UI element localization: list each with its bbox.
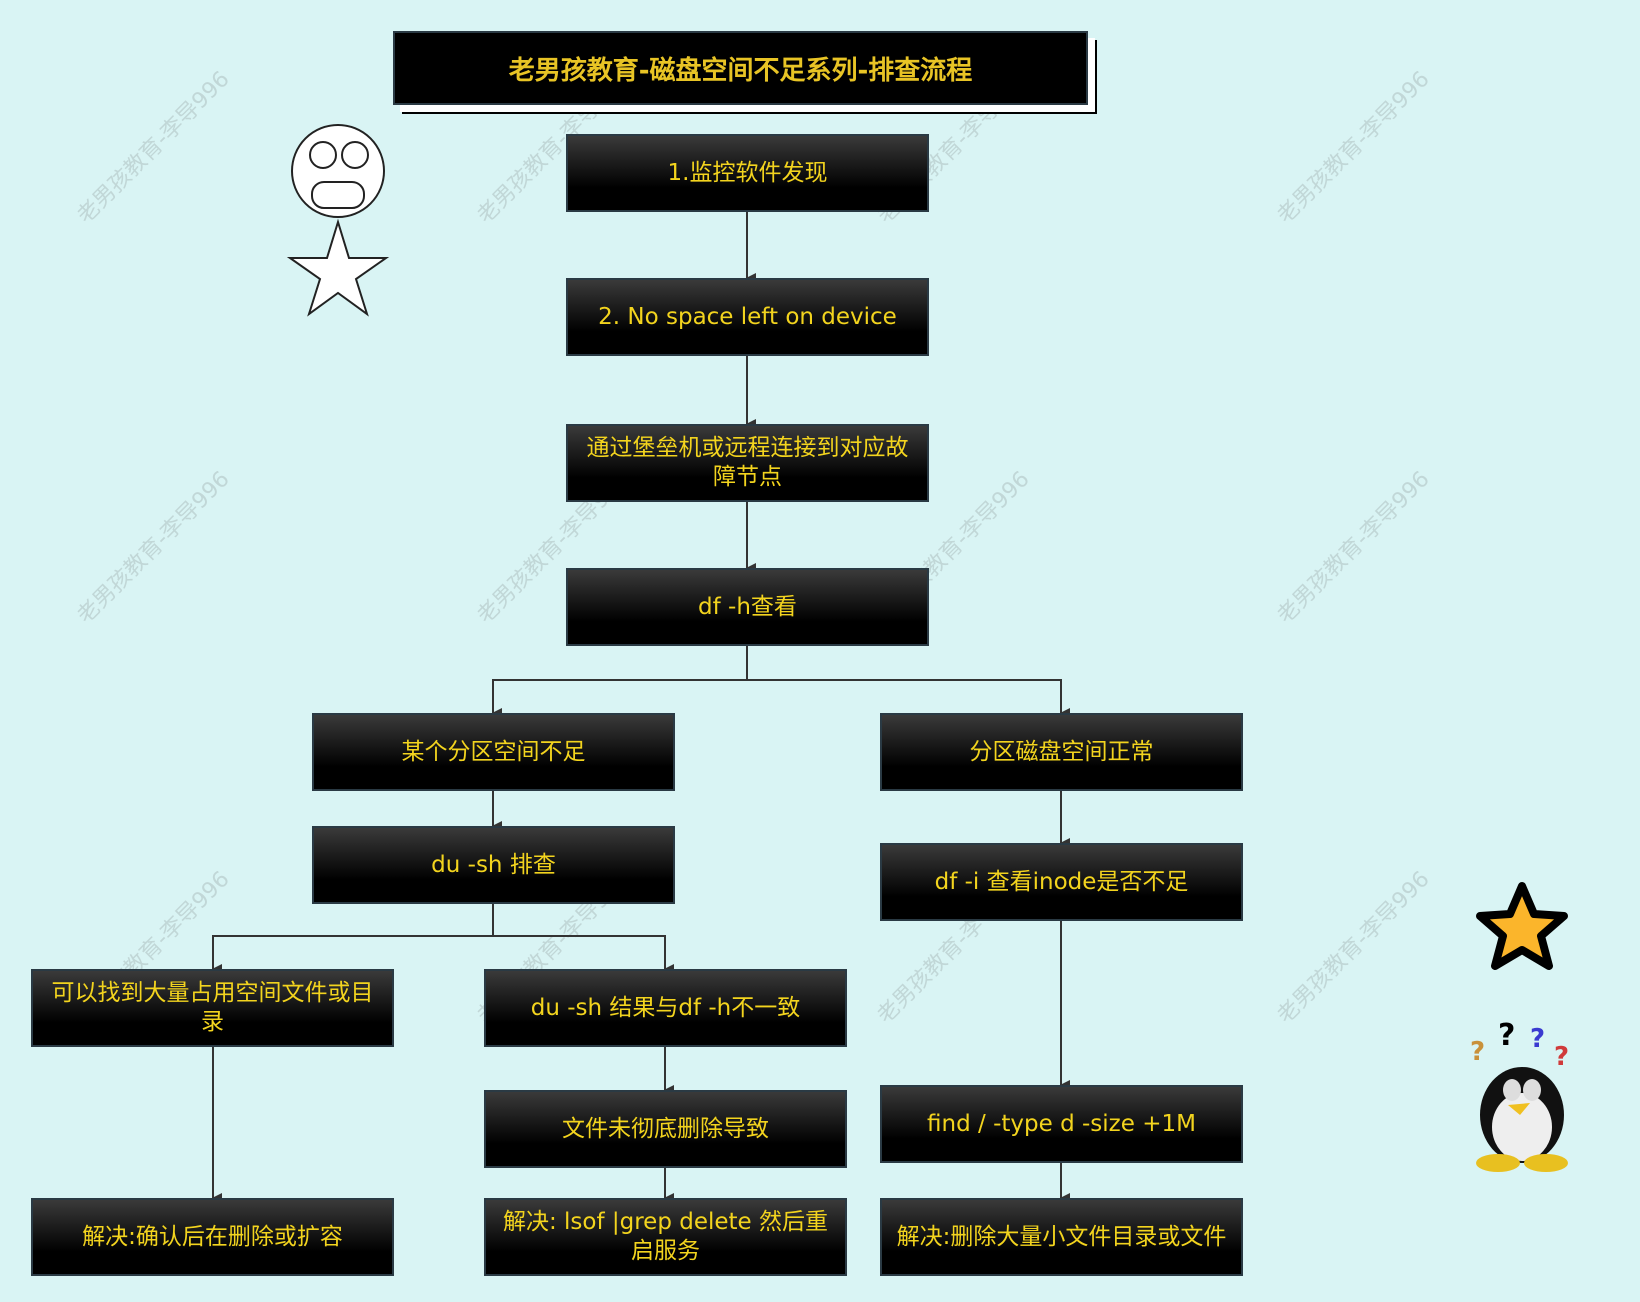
node-solution-small-files: 解决:删除大量小文件目录或文件 bbox=[880, 1198, 1243, 1276]
node-solution-delete: 解决:确认后在删除或扩容 bbox=[31, 1198, 394, 1276]
node-partition-ok: 分区磁盘空间正常 bbox=[880, 713, 1243, 791]
svg-text:?: ? bbox=[1470, 1037, 1485, 1067]
svg-text:?: ? bbox=[1554, 1042, 1569, 1072]
node-find-large: 可以找到大量占用空间文件或目录 bbox=[31, 969, 394, 1047]
node-find-cmd: find / -type d -size +1M bbox=[880, 1085, 1243, 1163]
confused-penguin-icon: ? ? ? ? bbox=[1470, 1018, 1569, 1172]
svg-text:?: ? bbox=[1530, 1024, 1545, 1054]
node-monitoring: 1.监控软件发现 bbox=[566, 134, 929, 212]
face-star-icon bbox=[286, 124, 390, 317]
star-icon bbox=[1476, 882, 1568, 970]
node-df-i: df -i 查看inode是否不足 bbox=[880, 843, 1243, 921]
node-undeleted: 文件未彻底删除导致 bbox=[484, 1090, 847, 1168]
node-du-sh: du -sh 排查 bbox=[312, 826, 675, 904]
node-connect: 通过堡垒机或远程连接到对应故障节点 bbox=[566, 424, 929, 502]
node-no-space: 2. No space left on device bbox=[566, 278, 929, 356]
node-partition-full: 某个分区空间不足 bbox=[312, 713, 675, 791]
svg-text:?: ? bbox=[1498, 1018, 1515, 1053]
node-df-h: df -h查看 bbox=[566, 568, 929, 646]
node-mismatch: du -sh 结果与df -h不一致 bbox=[484, 969, 847, 1047]
diagram-title: 老男孩教育-磁盘空间不足系列-排查流程 bbox=[393, 31, 1088, 105]
node-solution-lsof: 解决: lsof |grep delete 然后重启服务 bbox=[484, 1198, 847, 1276]
